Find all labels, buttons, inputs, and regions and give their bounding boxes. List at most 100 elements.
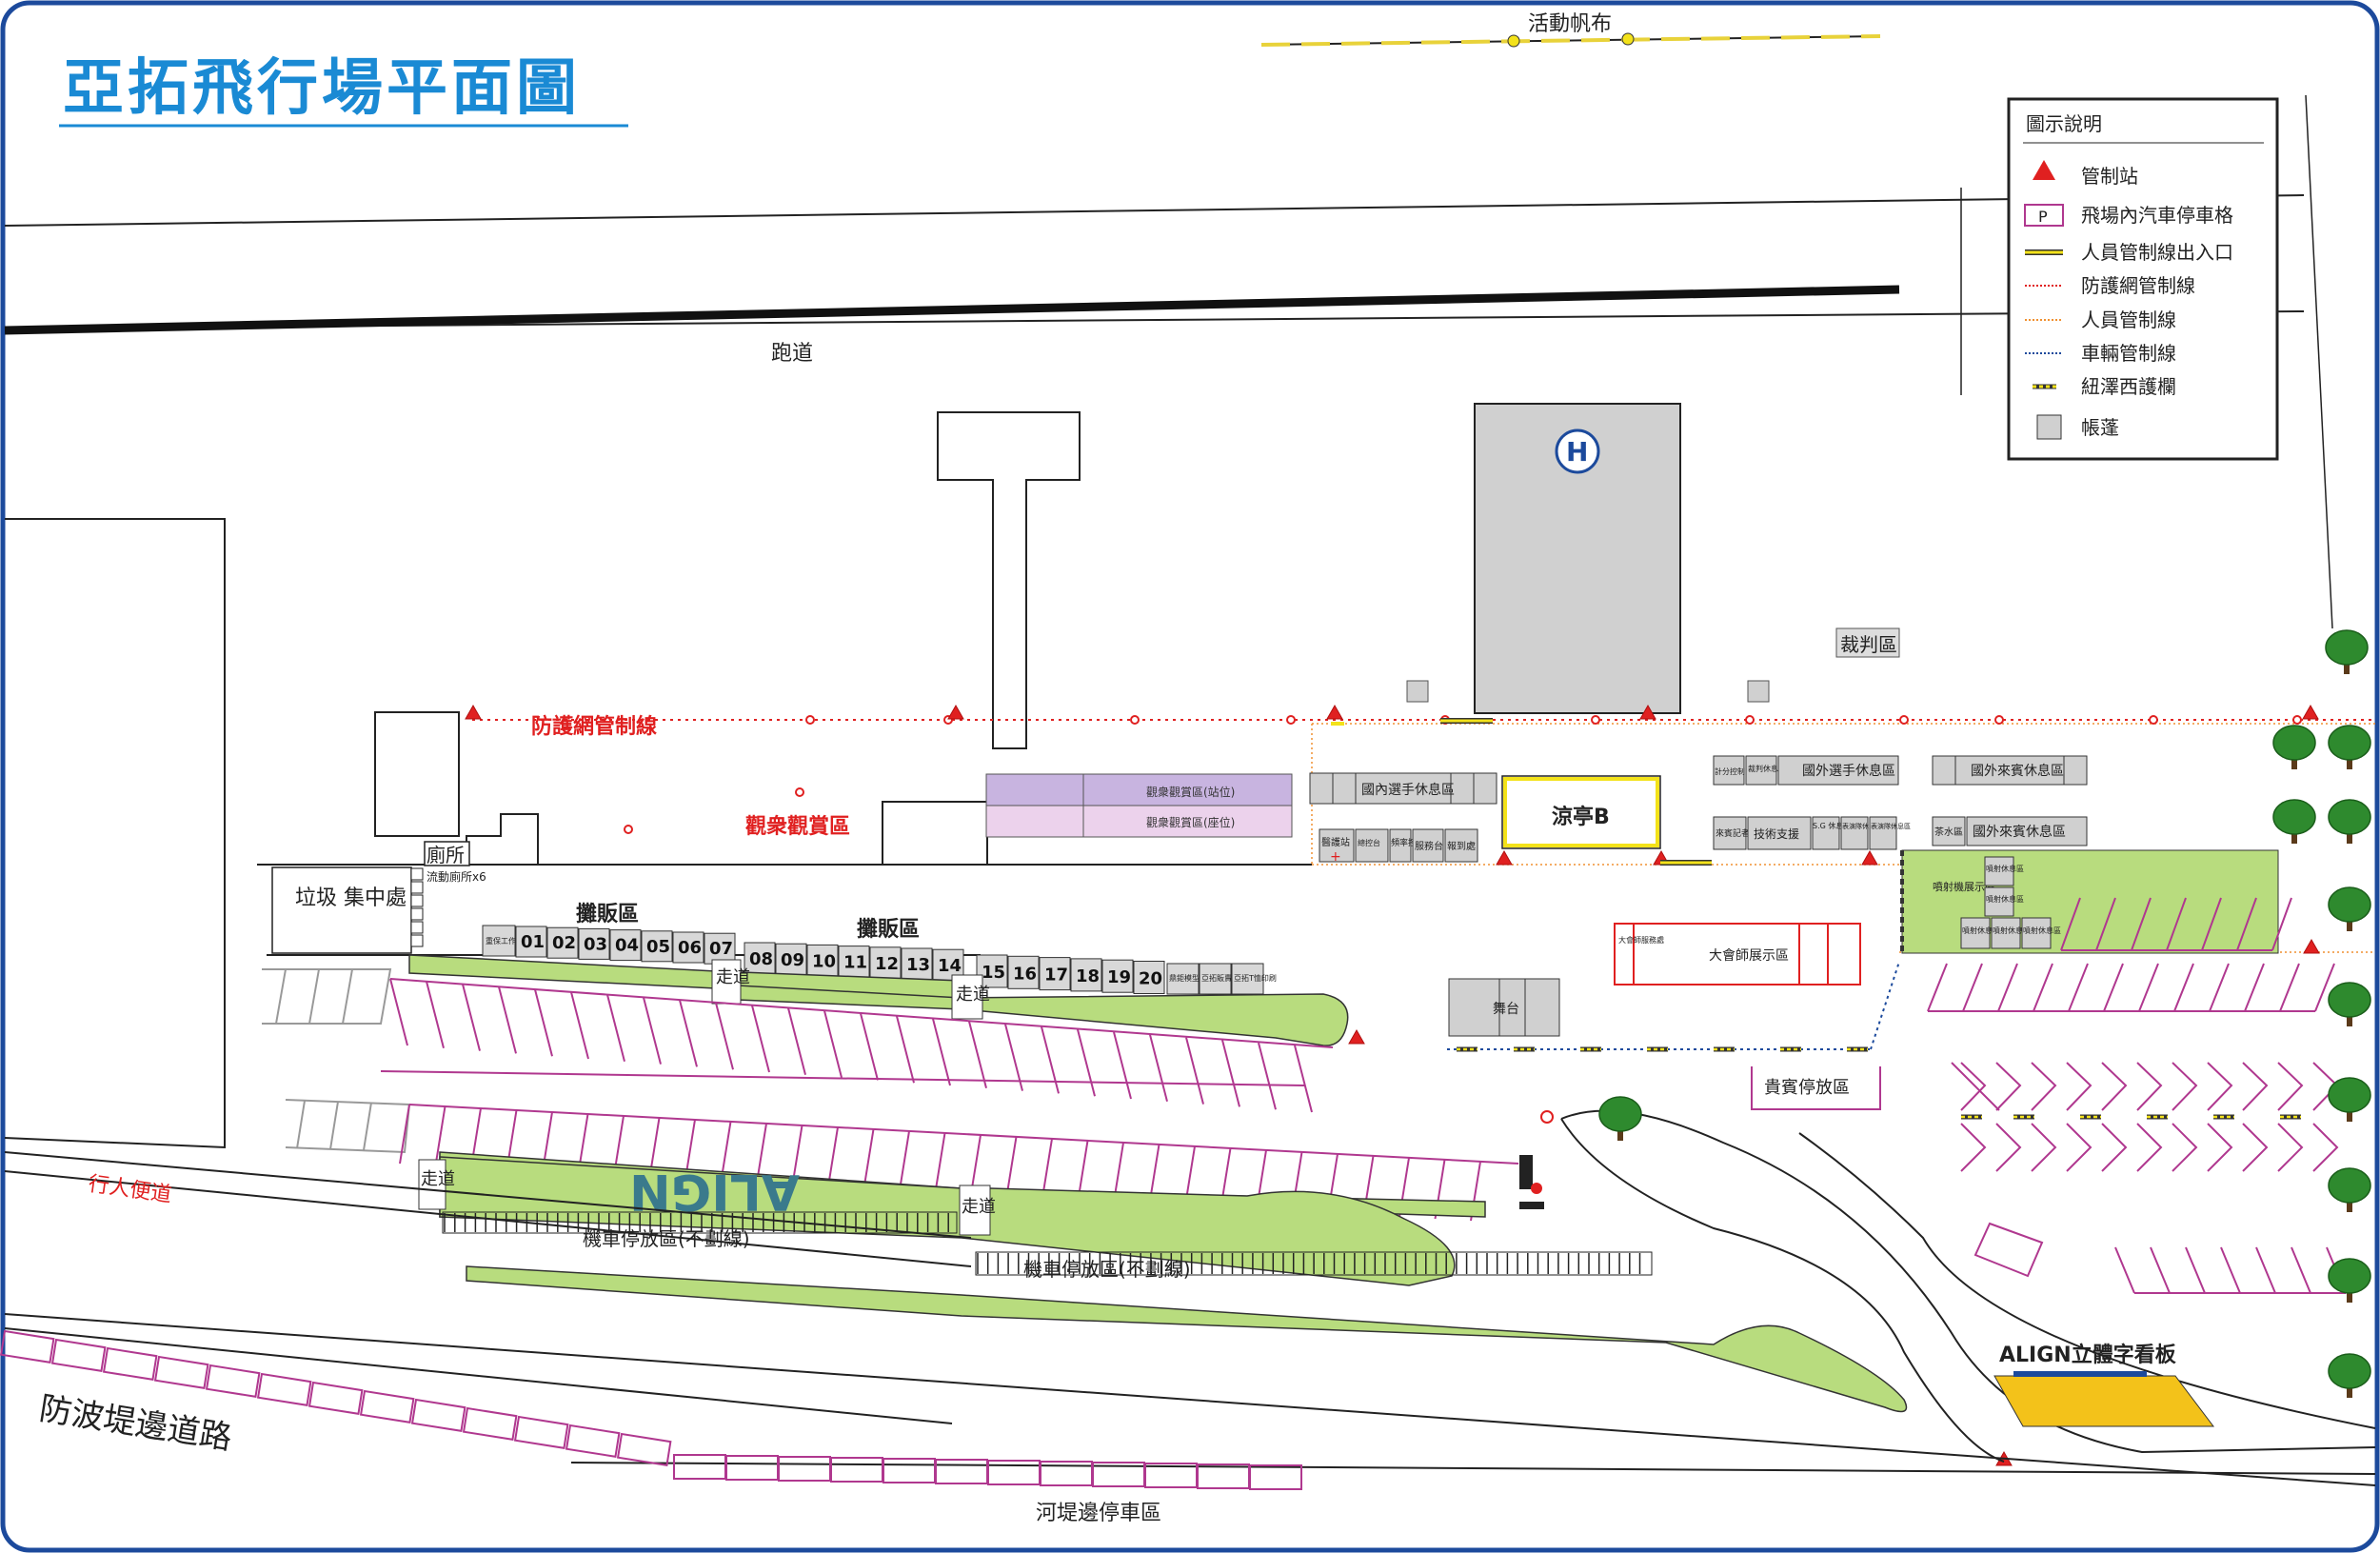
vip-parking (1751, 1066, 1881, 1110)
runway: 跑道 (4, 188, 2305, 395)
parking-space-line (2033, 963, 2053, 1012)
parking-space-line (2207, 1062, 2233, 1111)
stall-number: 03 (584, 934, 607, 954)
stall-number: 11 (843, 953, 867, 973)
parking-space-line (2114, 1246, 2135, 1294)
tree-icon (2328, 1167, 2371, 1212)
parking-space-line (2312, 1123, 2339, 1172)
master-show-label: 大會師展示區 (1709, 948, 1789, 964)
parking-space-line (498, 986, 517, 1054)
svg-text:噴射機展示區: 噴射機展示區 (1933, 880, 1995, 893)
parking-space-line (2291, 1246, 2311, 1294)
align-sign-label: ALIGN立體字看板 (1999, 1343, 2177, 1367)
parking-space-line (2101, 1062, 2128, 1111)
riverbank-parking-label: 河堤邊停車區 (1036, 1502, 1161, 1525)
parking-space-line (2068, 963, 2089, 1012)
stall-number: 19 (1107, 967, 1131, 987)
parking-space-line (1004, 1024, 1023, 1091)
parking-space (153, 1355, 209, 1389)
parking-space-line (2031, 1062, 2057, 1111)
tree-icon (2325, 629, 2369, 674)
tree-icon (2272, 799, 2316, 844)
grey-parking-left (262, 968, 411, 1154)
parking-space-line (791, 1125, 803, 1185)
vendor-stall (1133, 961, 1165, 994)
parking-space-line (2242, 1062, 2269, 1111)
moto-parking-2-label: 機車停放區(不劃線) (1023, 1258, 1191, 1281)
judge-area-label: 裁判區 (1840, 633, 1897, 656)
parking-space-line (1221, 1040, 1240, 1107)
domestic-rest-row: 國內選手休息區 醫護站 + 總控台 頻率控制 服務台 報到處 (1309, 772, 1497, 865)
parking-space-line (2242, 1123, 2269, 1172)
parking-space-line (2279, 963, 2300, 1012)
parking-space-line (2201, 897, 2222, 951)
svg-text:+: + (1330, 849, 1341, 865)
legend: 圖示說明 P 管制站 飛場內汽車停車格 人員管制線出入口 防護網管制線 人員管制… (2007, 97, 2279, 461)
legend-title: 圖示說明 (2026, 112, 2102, 135)
net-posts (624, 715, 2302, 834)
left-building (4, 518, 226, 1149)
parking-space-line (1149, 1034, 1168, 1103)
tree-icon (2328, 799, 2371, 844)
stage-label: 舞台 (1493, 1002, 1519, 1017)
svg-text:國內選手休息區: 國內選手休息區 (1361, 782, 1455, 798)
vendor-stall (546, 926, 579, 959)
parking-space-line (570, 991, 589, 1060)
stall-number: 12 (875, 954, 899, 974)
stall-number: 04 (615, 936, 639, 956)
tree-icon (2328, 886, 2371, 931)
parking-space-line (720, 1121, 732, 1182)
tree-icon (2272, 725, 2316, 769)
parking-space-line (1997, 963, 2018, 1012)
parking-space-line (534, 988, 553, 1057)
svg-text:技術支援: 技術支援 (1754, 827, 1799, 841)
p-box-icon (2024, 204, 2064, 227)
parking-space-line (2314, 963, 2335, 1012)
svg-text:報到處: 報到處 (1447, 840, 1476, 852)
tree-icon (2328, 1353, 2371, 1398)
parking-space (410, 1398, 466, 1432)
parking-space-line (827, 1126, 839, 1187)
stall-number: 13 (906, 955, 930, 975)
parking-space (1973, 1222, 2044, 1278)
parking-space (565, 1424, 621, 1458)
parking-space-line (399, 1104, 410, 1165)
pavilion-label: 涼亭B (1552, 805, 1610, 829)
parking-space-line (2103, 963, 2124, 1012)
stage-area (1448, 978, 1560, 1037)
svg-text:噴射休息區: 噴射休息區 (1986, 894, 2024, 904)
vendor-stall (838, 946, 870, 979)
foreign-rest-row: 計分控制 裁判休息區 國外選手休息區 國外來賓休息區 來賓記者 技術支援 S.G… (1713, 755, 2088, 850)
parking-space-line (2207, 1123, 2233, 1172)
stall-number: 07 (709, 939, 733, 959)
parking-space (462, 1406, 518, 1441)
vendor-stall (1007, 955, 1040, 989)
align-ground-text: ALIGN (629, 1163, 800, 1220)
svg-text:表演隊休息區: 表演隊休息區 (1871, 822, 1911, 830)
parking-space-line (2095, 897, 2116, 951)
garbage-label: 垃圾 集中處 (295, 886, 407, 910)
stall-number: 01 (521, 932, 545, 952)
vendor-stall (775, 943, 807, 976)
parking-space-line (606, 994, 625, 1063)
parking-space-line (2277, 1123, 2304, 1172)
parking-space-line (787, 1007, 806, 1076)
tent-icon (2036, 414, 2062, 440)
stall-number: 15 (982, 963, 1005, 983)
svg-text:國外選手休息區: 國外選手休息區 (1802, 763, 1895, 779)
stall-number: 10 (812, 951, 836, 971)
master-show-area (1614, 923, 1861, 986)
svg-text:鼎鉅模型: 鼎鉅模型 (1169, 973, 1200, 983)
parking-space-line (1077, 1140, 1089, 1201)
vendor-stall (1070, 958, 1102, 992)
page-title: 亞拓飛行場平面圖 (63, 53, 581, 124)
svg-text:噴射休息區: 噴射休息區 (1986, 864, 2024, 873)
svg-text:醫護站: 醫護站 (1321, 836, 1350, 848)
svg-text:重保工作站: 重保工作站 (486, 936, 524, 946)
parking-space-line (1113, 1031, 1132, 1100)
svg-text:來賓記者: 來賓記者 (1716, 827, 1750, 839)
parking-space-line (2271, 897, 2292, 951)
tree-icon (2328, 725, 2371, 769)
